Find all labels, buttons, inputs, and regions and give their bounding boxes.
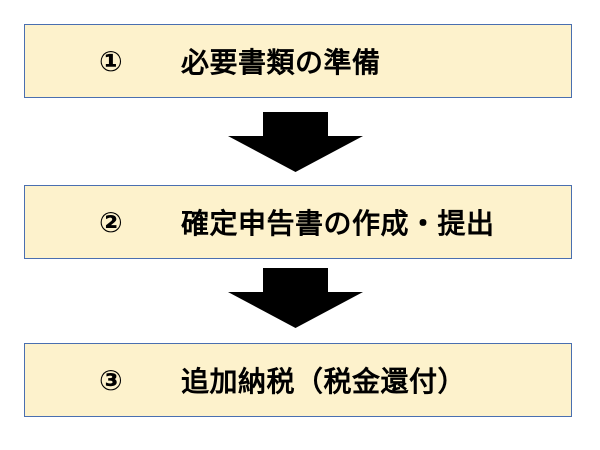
down-arrow-icon [228,112,363,172]
step-number-1: ① [99,44,123,78]
step-label-1: 必要書類の準備 [181,46,381,79]
step-box-1: ① 必要書類の準備 [24,24,572,98]
step-box-2: ② 確定申告書の作成・提出 [24,185,572,259]
step-number-3: ③ [99,363,123,397]
step-label-2: 確定申告書の作成・提出 [181,207,495,240]
step-label-3: 追加納税（税金還付） [181,365,467,398]
down-arrow-icon [228,268,363,328]
step-box-3: ③ 追加納税（税金還付） [24,343,572,417]
step-number-2: ② [99,205,123,239]
